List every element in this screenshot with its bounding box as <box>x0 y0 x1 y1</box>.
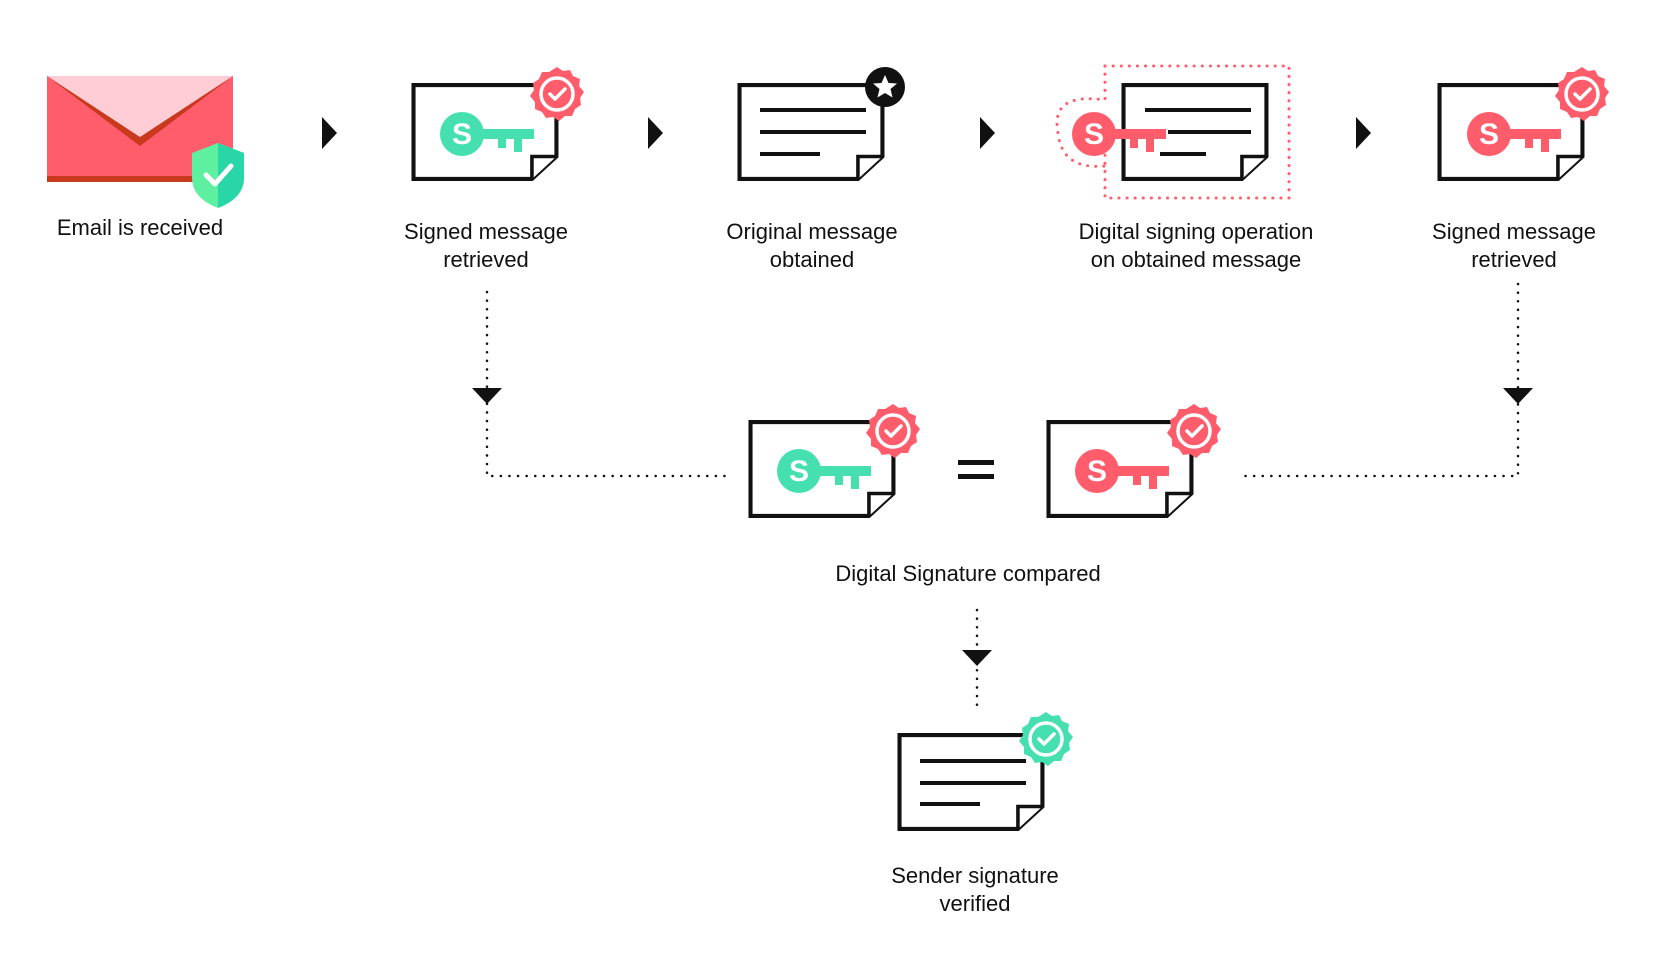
arrow-right-icon <box>648 117 663 149</box>
label-line: Digital signing operation <box>1078 219 1314 244</box>
label-line: on obtained message <box>1090 247 1302 272</box>
step-label-digital-signing-operation: Digital signing operation on obtained me… <box>1079 218 1314 274</box>
arrow-down-icon <box>1503 388 1533 404</box>
comparison-label: Digital Signature compared <box>835 560 1100 588</box>
step-label-email-received: Email is received <box>57 214 223 242</box>
connector-right <box>1238 282 1533 478</box>
document-red-key-red-badge-icon <box>1440 65 1611 179</box>
label-line: obtained <box>769 247 855 272</box>
connector-left <box>472 290 732 478</box>
document-red-key-dotted-outline-icon <box>1055 64 1291 200</box>
connector-down <box>962 608 992 708</box>
compare-right-document-icon <box>1049 402 1223 516</box>
document-lines-green-badge-icon <box>900 710 1075 829</box>
label-line: Signed message <box>1432 219 1596 244</box>
step-label-original-message-obtained: Original message obtained <box>726 218 897 274</box>
label-line: Signed message <box>404 219 568 244</box>
step-label-signed-message-retrieved: Signed message retrieved <box>404 218 568 274</box>
result-label: Sender signature verified <box>891 862 1059 918</box>
arrow-right-icon <box>322 117 337 149</box>
label-line: verified <box>939 891 1011 916</box>
equals-icon <box>958 460 994 479</box>
step-label-signed-message-retrieved-2: Signed message retrieved <box>1432 218 1596 274</box>
arrow-down-icon <box>472 388 502 404</box>
label-line: Original message <box>726 219 898 244</box>
compare-left-document-icon <box>751 402 922 516</box>
star-badge-icon <box>865 67 905 107</box>
shield-check-icon <box>192 143 244 208</box>
envelope-with-shield-icon <box>47 76 244 208</box>
arrow-down-icon <box>962 650 992 666</box>
document-green-key-red-badge-icon <box>414 65 586 179</box>
label-line: Digital Signature compared <box>835 561 1101 586</box>
document-lines-star-badge-icon <box>740 67 905 179</box>
label-line: Sender signature <box>891 863 1059 888</box>
label-line: retrieved <box>1471 247 1557 272</box>
label-line: Email is received <box>56 215 224 240</box>
arrow-right-icon <box>980 117 995 149</box>
arrow-right-icon <box>1356 117 1371 149</box>
label-line: retrieved <box>443 247 529 272</box>
